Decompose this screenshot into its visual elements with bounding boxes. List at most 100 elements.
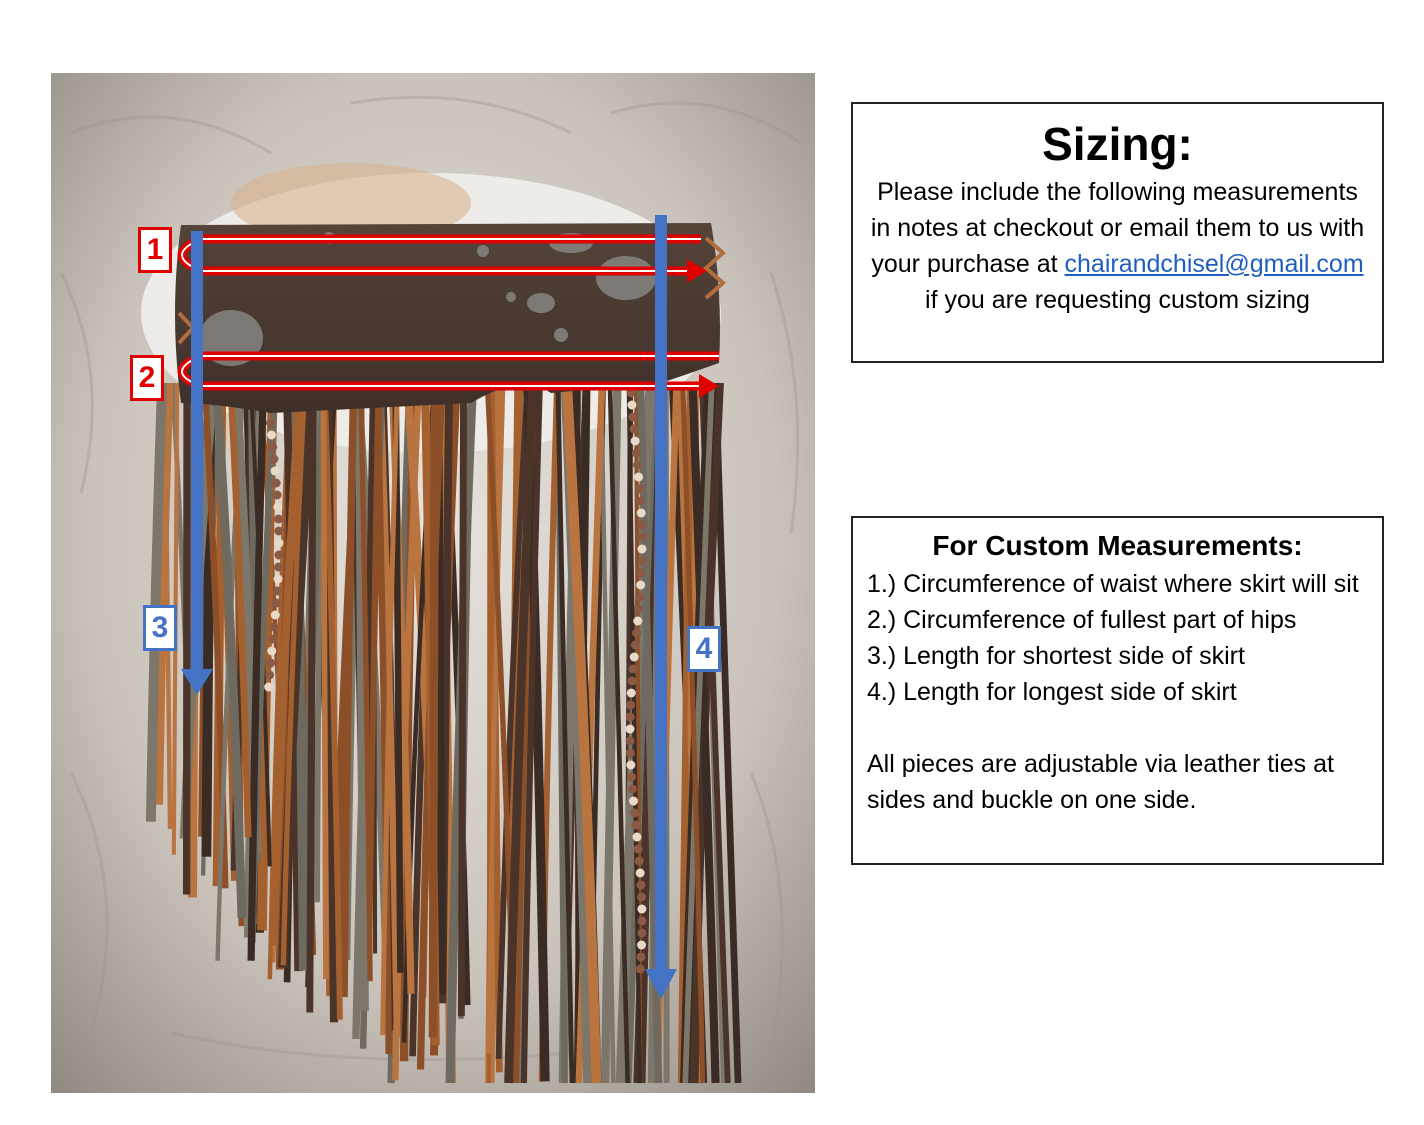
bead <box>636 580 646 590</box>
sizing-instructions: Please include the following measurement… <box>853 174 1382 318</box>
bead <box>625 712 635 722</box>
fringe-strand <box>269 382 304 946</box>
bead <box>625 724 635 734</box>
bead <box>637 532 647 542</box>
bead <box>625 748 635 758</box>
bead <box>274 538 284 548</box>
bead <box>264 682 274 692</box>
fringe-strand <box>607 382 630 1084</box>
bead <box>637 940 647 950</box>
bead <box>632 628 642 638</box>
email-link[interactable]: chairandchisel@gmail.com <box>1064 250 1364 278</box>
bead <box>635 964 645 974</box>
measurement-item-1: 1.) Circumference of waist where skirt w… <box>867 570 1359 598</box>
marker-label-1: 1 <box>138 227 172 273</box>
bead <box>274 526 284 536</box>
fringe-strand <box>626 382 643 1084</box>
bead-strings <box>264 388 647 974</box>
fringe-strand <box>457 382 468 1017</box>
measurement-item-2: 2.) Circumference of fullest part of hip… <box>867 606 1297 634</box>
bead <box>636 496 646 506</box>
adjustable-note: All pieces are adjustable via leather ti… <box>867 750 1334 814</box>
fringe-strand <box>306 382 317 1013</box>
measurement-item-3: 3.) Length for shortest side of skirt <box>867 642 1245 670</box>
fringe-strand <box>340 382 358 998</box>
custom-measurements-box: For Custom Measurements: 1.) Circumferen… <box>851 516 1384 865</box>
bead <box>633 616 643 626</box>
bead <box>637 544 647 554</box>
bead <box>268 442 278 452</box>
bead <box>626 388 636 398</box>
fringe-strand <box>486 382 506 1054</box>
bead <box>627 784 637 794</box>
bead <box>273 502 283 512</box>
bead <box>626 700 636 710</box>
bead <box>625 736 635 746</box>
fringe-strand <box>600 382 622 1084</box>
custom-title: For Custom Measurements: <box>932 530 1303 561</box>
sizing-info-box: Sizing: Please include the following mea… <box>851 102 1384 363</box>
fringe-strand <box>712 382 742 1084</box>
bead <box>634 472 644 482</box>
fringe-strand <box>636 382 663 1084</box>
bead <box>273 574 283 584</box>
sizing-text-after: if you are requesting custom sizing <box>925 286 1310 314</box>
skirt-illustration <box>51 73 815 1093</box>
bead <box>631 820 641 830</box>
short-length-arrow-3 <box>181 231 213 695</box>
product-photo: 1 2 3 4 <box>51 73 815 1093</box>
bead <box>274 562 284 572</box>
bead <box>266 658 276 668</box>
sizing-text-before: Please include the following measurement… <box>870 178 1365 278</box>
fringe-strand <box>358 382 373 982</box>
bead <box>637 928 647 938</box>
bead <box>273 514 283 524</box>
bead <box>635 868 645 878</box>
fringe-strand <box>504 382 538 1084</box>
fringe-strand <box>227 382 252 838</box>
measurement-item-4: 4.) Length for longest side of skirt <box>867 678 1237 706</box>
bead <box>630 808 640 818</box>
fringe-strand <box>562 382 602 1084</box>
bead <box>632 460 642 470</box>
fur-texture <box>59 95 802 1062</box>
bead <box>635 592 645 602</box>
bead <box>633 844 643 854</box>
bead <box>628 664 638 674</box>
bead <box>270 610 280 620</box>
fringe-strand <box>212 382 247 919</box>
fringe-strand <box>320 382 329 980</box>
fringe-strand <box>555 382 575 1084</box>
fringe-strand <box>380 382 400 1036</box>
bead <box>634 856 644 866</box>
bead <box>634 604 644 614</box>
bead <box>628 412 638 422</box>
sizing-title: Sizing: <box>1042 118 1193 170</box>
bead <box>636 508 646 518</box>
measurement-list: 1.) Circumference of waist where skirt w… <box>867 566 1368 710</box>
bead <box>637 892 647 902</box>
marker-label-3: 3 <box>143 605 177 651</box>
fringe-strand <box>247 382 268 961</box>
bead <box>635 484 645 494</box>
bead <box>637 556 647 566</box>
bead <box>629 652 639 662</box>
bead <box>636 952 646 962</box>
bead <box>271 478 281 488</box>
fringe-strand <box>428 382 439 1038</box>
bead <box>629 424 639 434</box>
bead <box>274 550 284 560</box>
fringe-strand <box>495 382 531 1059</box>
bead <box>268 634 278 644</box>
bead <box>627 676 637 686</box>
bead <box>272 490 282 500</box>
fringe-strand <box>321 382 343 1020</box>
bead <box>265 418 275 428</box>
long-length-arrow-4 <box>645 215 677 999</box>
bead <box>631 448 641 458</box>
fringe-strand <box>154 382 174 805</box>
bead <box>637 520 647 530</box>
bead <box>630 640 640 650</box>
fringe-strand <box>680 382 706 1084</box>
bead <box>272 586 282 596</box>
